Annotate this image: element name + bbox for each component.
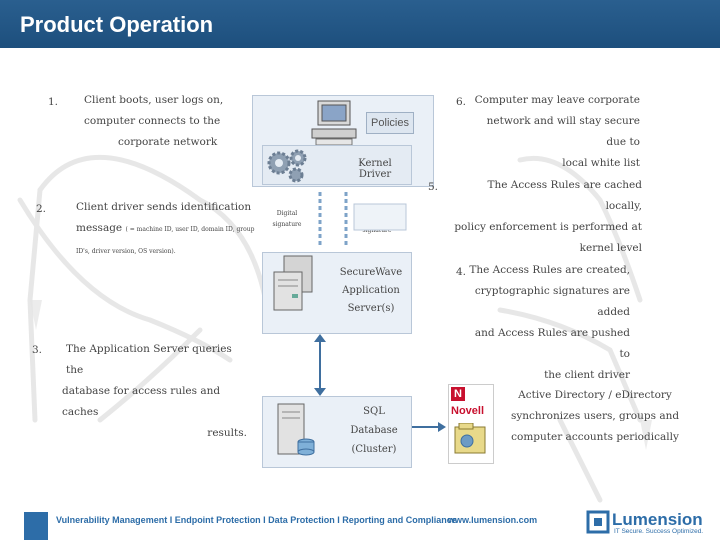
signature-arrows xyxy=(318,192,407,246)
step-2-line-1: Client driver sends identification xyxy=(76,201,252,213)
novell-logo: N Novell xyxy=(448,384,494,464)
novell-n-mark: N xyxy=(451,387,465,401)
active-directory-text: Active Directory / eDirectory synchroniz… xyxy=(502,385,688,448)
database-server-icon xyxy=(277,403,315,456)
step-3-line-2: database for access rules and caches xyxy=(62,385,221,418)
computer-icon xyxy=(311,100,357,146)
footer-url[interactable]: www.lumension.com xyxy=(448,515,538,525)
step-5-number: 5. xyxy=(428,181,439,193)
step-2-text: Client driver sends identification messa… xyxy=(76,197,256,262)
step-4-line-4: the client driver xyxy=(544,369,630,381)
step-6-number: 6. xyxy=(456,96,467,108)
gears-icon xyxy=(267,149,307,183)
step-5-line-1: The Access Rules are cached locally, xyxy=(487,179,642,212)
step-1-number: 1. xyxy=(48,96,59,108)
step-6-line-1: Computer may leave corporate xyxy=(474,94,640,106)
digital-signature-left: Digital signature xyxy=(272,210,302,228)
step-4-line-2: cryptographic signatures are added xyxy=(474,285,630,318)
active-directory-line-3: computer accounts periodically xyxy=(511,431,679,443)
app-server-line-3: Server(s) xyxy=(347,303,395,314)
step-5-line-2: policy enforcement is performed at xyxy=(454,221,642,233)
app-server-line-1: SecureWave xyxy=(339,267,403,278)
app-server-line-2: Application xyxy=(342,285,400,296)
step-1-line-2: computer connects to the xyxy=(84,115,221,127)
active-directory-line-2: synchronizes users, groups and xyxy=(510,410,680,422)
step-4-number: 4. xyxy=(456,266,467,278)
step-1-text: Client boots, user logs on, computer con… xyxy=(84,90,244,153)
step-4-line-1: The Access Rules are created, xyxy=(469,264,630,276)
step-3-line-1: The Application Server queries the xyxy=(66,343,232,376)
footer-accent-block xyxy=(24,512,48,540)
step-3-line-3: results. xyxy=(207,427,247,439)
app-server-label: SecureWave Application Server(s) xyxy=(334,264,408,318)
lumension-logo-text: Lumension xyxy=(612,510,703,529)
step-3-number: 3. xyxy=(32,344,43,356)
page-title: Product Operation xyxy=(20,12,214,37)
step-4-line-3: and Access Rules are pushed to xyxy=(474,327,630,360)
policies-label: Policies xyxy=(366,112,414,134)
sql-line-3: (Cluster) xyxy=(351,444,397,455)
step-1-line-3: corporate network xyxy=(118,136,218,148)
kernel-driver-label: Kernel Driver xyxy=(358,158,392,180)
footer-tagline: Vulnerability Management I Endpoint Prot… xyxy=(56,515,457,525)
lumension-logo-icon xyxy=(586,510,610,534)
step-2-line-2: message xyxy=(76,222,123,234)
step-3-text: The Application Server queries the datab… xyxy=(62,339,247,444)
step-6-line-3: local white list xyxy=(562,157,640,169)
step-6-text: Computer may leave corporate network and… xyxy=(470,90,640,174)
step-4-text: The Access Rules are created, cryptograp… xyxy=(462,260,630,386)
server-db-arrow xyxy=(314,334,326,396)
directory-icon xyxy=(454,423,486,454)
active-directory-line-1: Active Directory / eDirectory xyxy=(518,389,672,401)
novell-text: Novell xyxy=(451,405,485,417)
step-5-line-3: kernel level xyxy=(579,242,642,254)
db-directory-arrow xyxy=(412,422,446,432)
step-6-line-2: network and will stay secure due to xyxy=(486,115,640,148)
step-5-text: The Access Rules are cached locally, pol… xyxy=(452,175,642,259)
server-icon xyxy=(273,255,313,311)
sql-line-2: Database xyxy=(350,425,398,436)
sql-label: SQL Database (Cluster) xyxy=(344,402,404,459)
step-1-line-1: Client boots, user logs on, xyxy=(84,94,224,106)
sql-line-1: SQL xyxy=(363,406,385,417)
step-2-small: ( = machine ID, user ID, domain ID, grou… xyxy=(76,226,255,255)
lumension-tagline: IT Secure. Success Optimized. xyxy=(614,528,704,535)
step-2-number: 2. xyxy=(36,203,47,215)
title-bar: Product Operation xyxy=(0,0,720,48)
